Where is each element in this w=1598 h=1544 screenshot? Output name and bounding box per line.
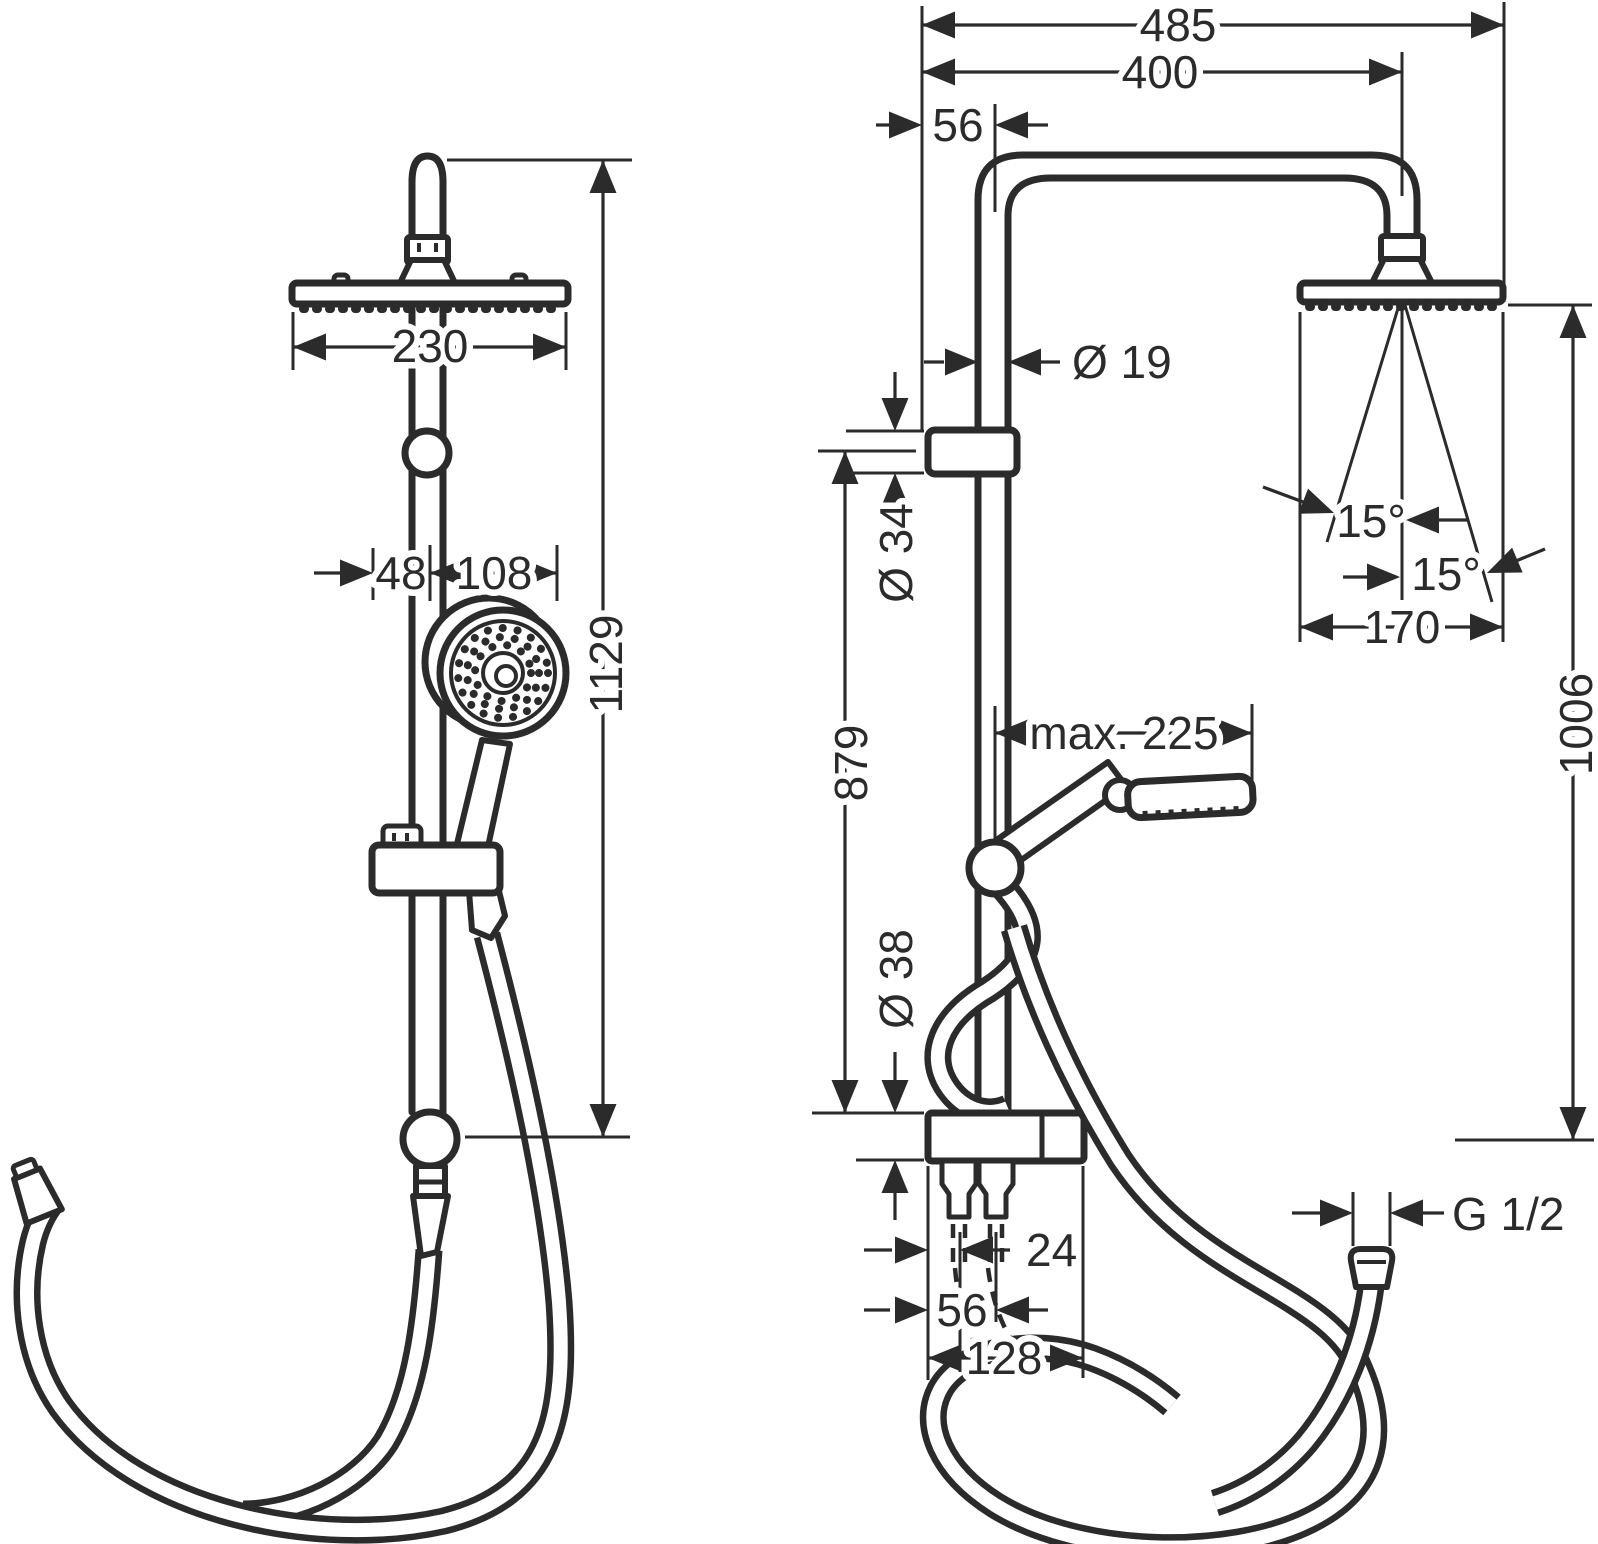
hand-shower-head-side [1124, 772, 1257, 822]
dim-label-128: 128 [966, 1332, 1043, 1384]
g-half-fitting [1347, 1246, 1396, 1290]
dim-spray-angles: 15° 15° [1262, 485, 1546, 607]
dim-label-400: 400 [1122, 46, 1199, 98]
shower-hose-loop [13, 931, 575, 1544]
dim-label-170: 170 [1364, 601, 1441, 653]
dim-label-230: 230 [392, 320, 469, 372]
dim-head-depth: 170 [1298, 312, 1505, 660]
slider-bracket [368, 841, 504, 897]
dim-label-dia19: Ø 19 [1072, 336, 1172, 388]
dim-bracket-diameter: Ø 34 [846, 372, 929, 609]
wall-bracket-front [401, 427, 453, 479]
dim-arm-reach: 400 [922, 40, 1404, 196]
overhead-shower-head [288, 279, 572, 308]
dim-overall-depth: 485 [922, 0, 1506, 302]
overhead-shower-head-side [1296, 279, 1507, 306]
dim-bracket-height: 879 [812, 449, 924, 1115]
dim-label-108: 108 [456, 547, 533, 599]
dim-label-879: 879 [825, 725, 877, 802]
dim-head-height: 1006 [1455, 303, 1598, 1142]
hand-shower-face [436, 606, 570, 740]
dim-base-width: 128 [926, 1166, 1085, 1391]
spray-lines [1325, 304, 1494, 603]
ball-joint-front [399, 1108, 461, 1170]
dim-label-15-right: 15° [1411, 548, 1481, 600]
hose-taper [410, 1193, 451, 1259]
dim-label-485: 485 [1140, 0, 1217, 51]
ball-joint-side [965, 838, 1025, 898]
supply-port [939, 1158, 979, 1220]
head-cone-side [1369, 256, 1435, 286]
dim-label-15-left: 15° [1336, 495, 1406, 547]
dim-hand-shower-offset: 108 [428, 541, 559, 606]
shower-hose [242, 1249, 443, 1528]
dim-base-diameter: Ø 38 [856, 923, 929, 1220]
dim-port-spacing: 56 [864, 1278, 1048, 1343]
side-view-product [919, 6, 1507, 1544]
front-view: 230 48 108 112 [10, 152, 639, 1544]
dim-pipe-diameter: Ø 19 [924, 330, 1178, 395]
wall-bracket-side [924, 426, 1021, 478]
dim-label-max225: max. 225 [1029, 707, 1218, 759]
front-view-product [10, 152, 575, 1544]
supply-port [976, 1158, 1016, 1220]
dim-head-width: 230 [291, 312, 568, 379]
dim-bar-offset: 48 [314, 541, 433, 606]
hand-shower-handle-butt [466, 888, 508, 941]
side-view: 485 400 56 Ø 1 [812, 0, 1598, 1544]
dim-label-g12: G 1/2 [1452, 1188, 1565, 1240]
dim-label-56-top: 56 [932, 99, 983, 151]
dim-hand-shower-reach: max. 225 [993, 701, 1254, 842]
dim-wall-clearance: 56 [876, 93, 1048, 212]
dim-thread-size: G 1/2 [1292, 1182, 1571, 1247]
hand-shower-handle [453, 737, 513, 859]
hose-end-fitting [10, 1156, 65, 1227]
dim-label-56-bottom: 56 [936, 1284, 987, 1336]
front-view-dimensions: 230 48 108 112 [291, 158, 639, 1139]
dim-label-dia34: Ø 34 [870, 503, 922, 603]
valve-body [924, 1109, 1088, 1165]
riser-bar-cap [408, 152, 447, 186]
dim-label-48: 48 [375, 547, 426, 599]
riser-pipe [974, 151, 1421, 1117]
dim-label-dia38: Ø 38 [870, 929, 922, 1029]
dim-port-offset: 24 [864, 1218, 1084, 1372]
hose-to-fitting [1210, 1284, 1385, 1516]
dim-label-24: 24 [1026, 1224, 1077, 1276]
dim-label-1006: 1006 [1550, 673, 1598, 775]
side-view-dimensions: 485 400 56 Ø 1 [812, 0, 1598, 1391]
dim-total-height: 1129 [447, 158, 639, 1139]
dim-label-1129: 1129 [580, 615, 632, 714]
